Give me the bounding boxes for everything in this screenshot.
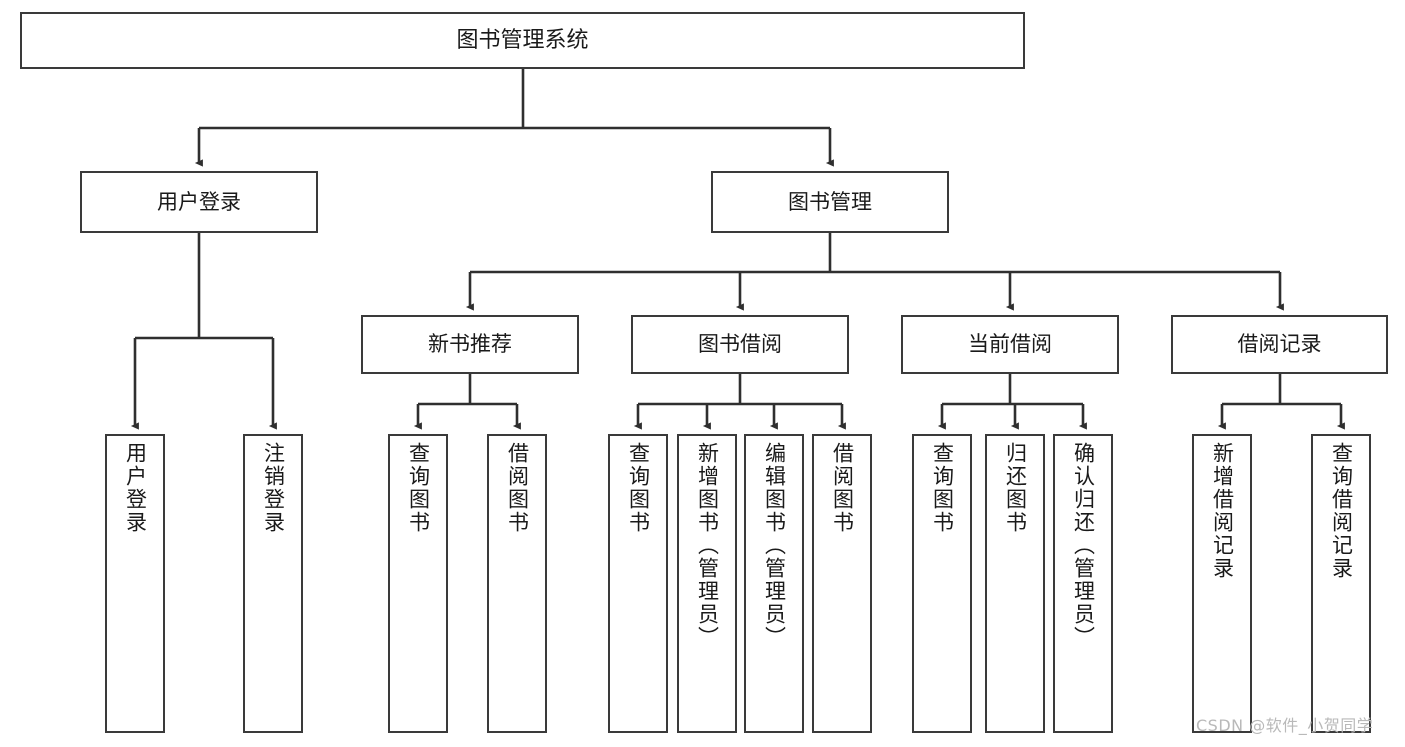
node-borrow-record-label: 借阅记录 — [1237, 332, 1322, 357]
node-new-book-rec-label: 新书推荐 — [428, 332, 512, 357]
node-user-login[interactable]: 用户登录 — [80, 171, 318, 233]
node-leaf-query-book[interactable]: 查询图书 — [608, 434, 668, 733]
node-root[interactable]: 图书管理系统 — [20, 12, 1025, 69]
node-leaf-add-book[interactable]: 新增图书（管理员） — [677, 434, 737, 733]
node-leaf-borrow-book[interactable]: 借阅图书 — [812, 434, 872, 733]
node-borrow-record[interactable]: 借阅记录 — [1171, 315, 1388, 374]
node-leaf-user-logout-label: 注销登录 — [261, 442, 286, 534]
node-leaf-edit-book-label: 编辑图书（管理员） — [762, 442, 787, 649]
node-leaf-query-book-rec-label: 查询图书 — [406, 442, 431, 534]
node-current-borrow[interactable]: 当前借阅 — [901, 315, 1119, 374]
node-user-login-label: 用户登录 — [157, 189, 241, 214]
node-leaf-user-logout[interactable]: 注销登录 — [243, 434, 303, 733]
node-current-borrow-label: 当前借阅 — [968, 332, 1052, 357]
node-leaf-borrow-book-rec-label: 借阅图书 — [505, 442, 530, 534]
node-leaf-user-login[interactable]: 用户登录 — [105, 434, 165, 733]
node-leaf-return-book[interactable]: 归还图书 — [985, 434, 1045, 733]
node-leaf-query-record[interactable]: 查询借阅记录 — [1311, 434, 1371, 733]
node-leaf-add-record[interactable]: 新增借阅记录 — [1192, 434, 1252, 733]
node-book-borrow[interactable]: 图书借阅 — [631, 315, 849, 374]
node-leaf-confirm-return[interactable]: 确认归还（管理员） — [1053, 434, 1113, 733]
node-book-borrow-label: 图书借阅 — [698, 332, 782, 357]
node-leaf-query-book-cur[interactable]: 查询图书 — [912, 434, 972, 733]
node-leaf-user-login-label: 用户登录 — [123, 442, 148, 534]
node-leaf-add-book-label: 新增图书（管理员） — [695, 442, 720, 649]
node-leaf-borrow-book-label: 借阅图书 — [830, 442, 855, 534]
node-leaf-borrow-book-rec[interactable]: 借阅图书 — [487, 434, 547, 733]
node-leaf-confirm-return-label: 确认归还（管理员） — [1071, 442, 1096, 649]
node-leaf-query-record-label: 查询借阅记录 — [1329, 442, 1354, 580]
node-book-manage[interactable]: 图书管理 — [711, 171, 949, 233]
node-root-label: 图书管理系统 — [456, 27, 589, 53]
node-leaf-return-book-label: 归还图书 — [1003, 442, 1028, 534]
node-leaf-edit-book[interactable]: 编辑图书（管理员） — [744, 434, 804, 733]
node-new-book-rec[interactable]: 新书推荐 — [361, 315, 579, 374]
node-book-manage-label: 图书管理 — [788, 189, 872, 214]
node-leaf-query-book-cur-label: 查询图书 — [930, 442, 955, 534]
node-leaf-query-book-rec[interactable]: 查询图书 — [388, 434, 448, 733]
node-leaf-query-book-label: 查询图书 — [626, 442, 651, 534]
csdn-watermark: CSDN @软件_小贺同学 — [1196, 716, 1374, 735]
node-leaf-add-record-label: 新增借阅记录 — [1210, 442, 1235, 580]
